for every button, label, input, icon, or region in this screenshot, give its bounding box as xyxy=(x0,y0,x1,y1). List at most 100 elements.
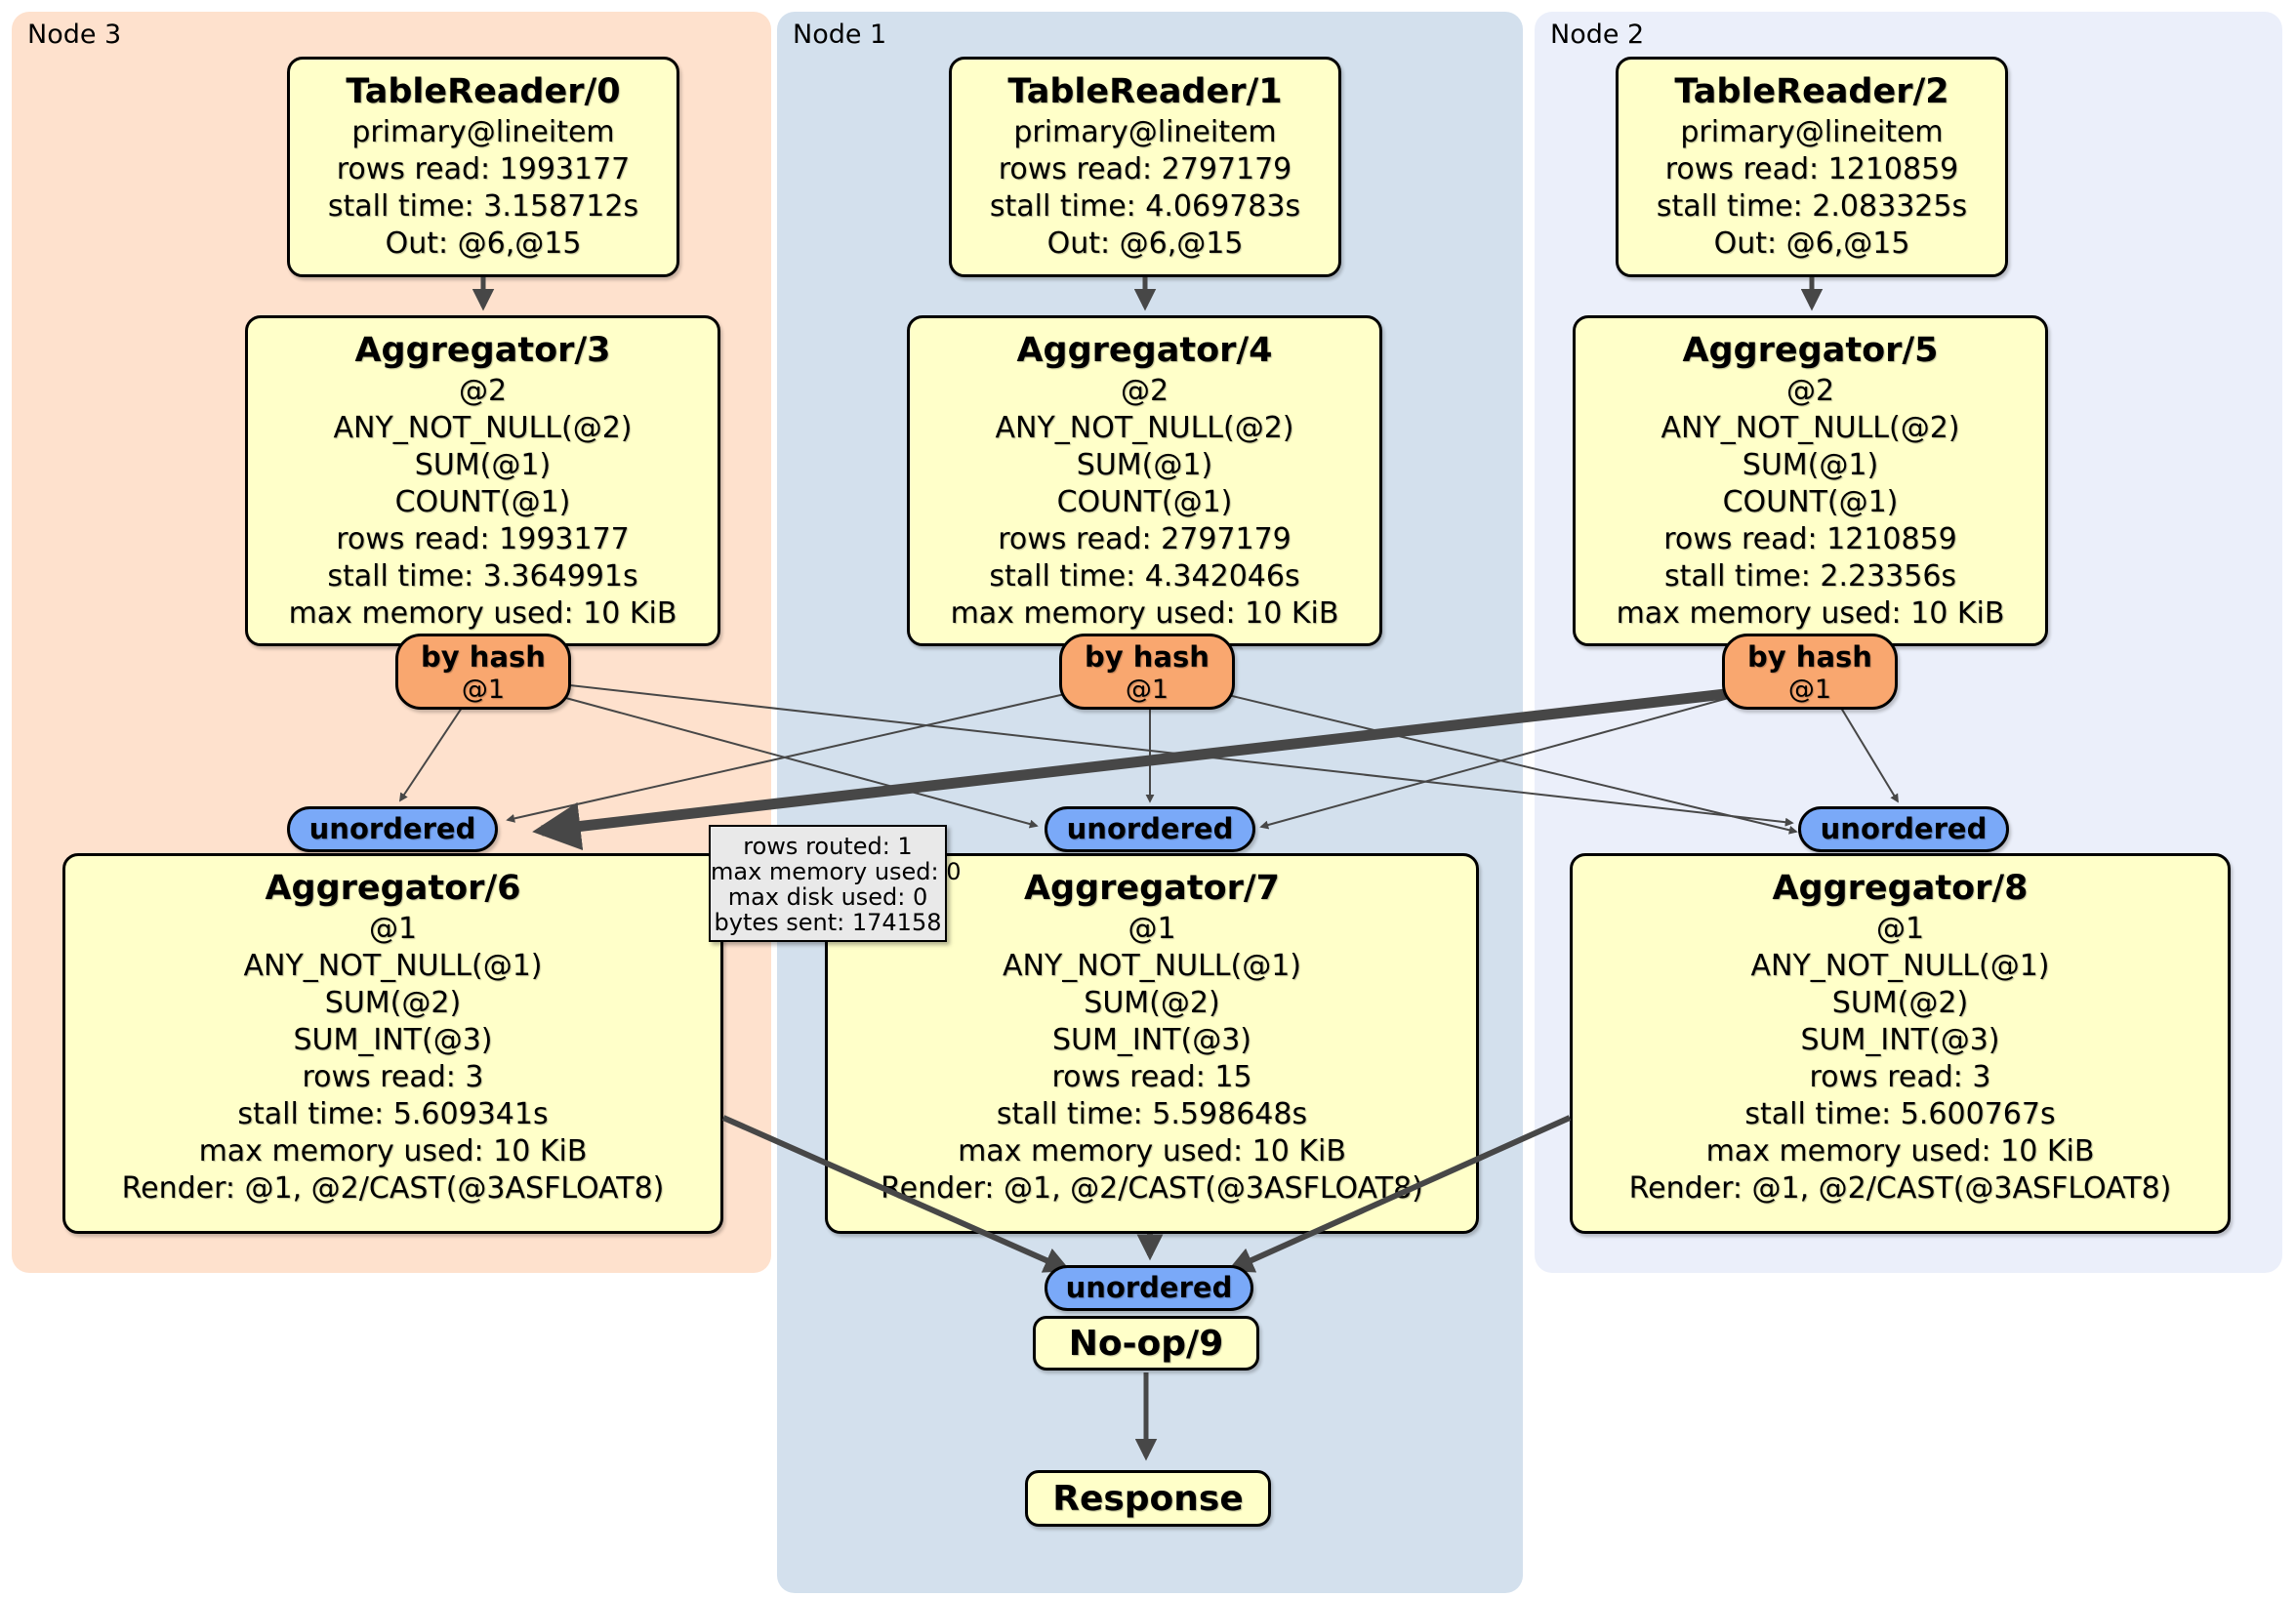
box-line: stall time: 2.23356s xyxy=(1663,559,1957,594)
box-line: ANY_NOT_NULL(@2) xyxy=(1660,411,1960,445)
box-line: stall time: 3.158712s xyxy=(327,189,639,224)
box-line: ANY_NOT_NULL(@1) xyxy=(1750,949,2050,983)
table-reader-box[interactable]: TableReader/0 primary@lineitem rows read… xyxy=(287,57,679,277)
box-line: max memory used: 10 KiB xyxy=(198,1134,588,1168)
aggregator-box[interactable]: Aggregator/4 @2 ANY_NOT_NULL(@2) SUM(@1)… xyxy=(907,315,1382,646)
box-line: SUM_INT(@3) xyxy=(1052,1023,1251,1057)
box-line: max memory used: 10 KiB xyxy=(950,596,1339,631)
box-line: SUM(@2) xyxy=(324,986,462,1020)
box-line: @1 xyxy=(368,912,418,946)
box-title: Aggregator/7 xyxy=(1023,869,1281,908)
unordered-stream[interactable]: unordered xyxy=(287,806,498,852)
edge-agg6-final-stream[interactable] xyxy=(721,1115,1071,1273)
box-line: Out: @6,@15 xyxy=(385,226,582,261)
router-title: by hash xyxy=(421,640,546,674)
tooltip-line: max disk used: 0 xyxy=(727,883,928,911)
box-title: Aggregator/6 xyxy=(265,869,521,908)
box-title: TableReader/0 xyxy=(346,72,621,111)
edge-tooltip: rows routed: 1 max memory used: 0 max di… xyxy=(709,825,962,942)
unordered-stream[interactable]: unordered xyxy=(1798,806,2009,852)
table-reader-box[interactable]: TableReader/1 primary@lineitem rows read… xyxy=(949,57,1341,277)
box-line: SUM(@2) xyxy=(1831,986,1969,1020)
box-line: SUM(@1) xyxy=(414,448,552,482)
aggregator-box[interactable]: Aggregator/8 @1 ANY_NOT_NULL(@1) SUM(@2)… xyxy=(1570,853,2231,1234)
router-expr: @1 xyxy=(1125,675,1169,705)
box-line: max memory used: 10 KiB xyxy=(288,596,677,631)
tooltip-line: max memory used: 0 xyxy=(711,858,962,885)
router-title: by hash xyxy=(1085,640,1210,674)
box-line: stall time: 2.083325s xyxy=(1656,189,1968,224)
box-line: Out: @6,@15 xyxy=(1046,226,1244,261)
edge-hash2-stream3-highlighted[interactable] xyxy=(532,679,1802,851)
unordered-stream[interactable]: unordered xyxy=(1045,806,1255,852)
box-line: COUNT(@1) xyxy=(394,485,571,519)
box-line: rows read: 1993177 xyxy=(336,522,630,556)
by-hash-router[interactable]: by hash @1 xyxy=(395,634,571,710)
router-expr: @1 xyxy=(1787,675,1832,705)
response-box[interactable]: Response xyxy=(1025,1470,1271,1527)
box-line: ANY_NOT_NULL(@1) xyxy=(243,949,543,983)
box-line: rows read: 1210859 xyxy=(1664,152,1959,186)
node-label: Node 3 xyxy=(27,20,122,50)
box-line: @2 xyxy=(458,374,508,408)
edge-hash2-stream1[interactable] xyxy=(1259,675,1811,830)
box-line: rows read: 3 xyxy=(302,1060,484,1094)
box-line: stall time: 5.609341s xyxy=(237,1097,549,1131)
box-line: Render: @1, @2/CAST(@3ASFLOAT8) xyxy=(881,1171,1423,1206)
box-line: SUM_INT(@3) xyxy=(1800,1023,2000,1057)
edge-hash3-stream1[interactable] xyxy=(482,675,1039,829)
aggregator-box[interactable]: Aggregator/3 @2 ANY_NOT_NULL(@2) SUM(@1)… xyxy=(245,315,720,646)
box-line: COUNT(@1) xyxy=(1056,485,1233,519)
box-line: Render: @1, @2/CAST(@3ASFLOAT8) xyxy=(1628,1171,2172,1206)
box-line: @1 xyxy=(1128,912,1176,946)
box-line: max memory used: 10 KiB xyxy=(958,1134,1346,1168)
edge-hash1-stream3[interactable] xyxy=(506,675,1148,823)
by-hash-router[interactable]: by hash @1 xyxy=(1059,634,1235,710)
box-line: SUM_INT(@3) xyxy=(293,1023,493,1057)
box-title: Aggregator/8 xyxy=(1772,869,2029,908)
box-line: primary@lineitem xyxy=(1680,115,1944,149)
box-title: Aggregator/4 xyxy=(1016,331,1273,370)
box-line: stall time: 5.598648s xyxy=(996,1097,1308,1131)
box-title: TableReader/2 xyxy=(1674,72,1949,111)
box-line: @1 xyxy=(1875,912,1925,946)
box-line: @2 xyxy=(1120,374,1169,408)
box-line: rows read: 2797179 xyxy=(998,522,1292,556)
box-line: primary@lineitem xyxy=(351,115,615,149)
router-expr: @1 xyxy=(461,675,506,705)
table-reader-box[interactable]: TableReader/2 primary@lineitem rows read… xyxy=(1616,57,2008,277)
box-line: SUM(@1) xyxy=(1076,448,1213,482)
box-line: stall time: 3.364991s xyxy=(327,559,638,594)
edge-hash1-stream2[interactable] xyxy=(1146,675,1798,835)
node-label: Node 1 xyxy=(793,20,887,50)
box-line: primary@lineitem xyxy=(1013,115,1277,149)
box-title: Aggregator/5 xyxy=(1682,331,1939,370)
box-line: max memory used: 10 KiB xyxy=(1705,1134,2095,1168)
box-title: Aggregator/3 xyxy=(354,331,611,370)
box-line: stall time: 5.600767s xyxy=(1744,1097,2056,1131)
box-line: rows read: 3 xyxy=(1809,1060,1991,1094)
box-title: TableReader/1 xyxy=(1007,72,1283,111)
edge-agg8-final-stream[interactable] xyxy=(1227,1115,1572,1273)
box-line: SUM(@1) xyxy=(1742,448,1879,482)
box-line: @2 xyxy=(1785,374,1835,408)
noop-box[interactable]: No-op/9 xyxy=(1033,1316,1259,1371)
box-line: COUNT(@1) xyxy=(1722,485,1899,519)
unordered-stream-final[interactable]: unordered xyxy=(1045,1265,1253,1311)
box-line: Out: @6,@15 xyxy=(1713,226,1910,261)
tooltip-line: rows routed: 1 xyxy=(743,833,913,860)
box-line: stall time: 4.069783s xyxy=(989,189,1301,224)
edge-hash3-stream2[interactable] xyxy=(482,675,1794,827)
box-line: stall time: 4.342046s xyxy=(989,559,1300,594)
tooltip-line: bytes sent: 174158 xyxy=(714,909,942,936)
box-line: Render: @1, @2/CAST(@3ASFLOAT8) xyxy=(121,1171,665,1206)
aggregator-box[interactable]: Aggregator/6 @1 ANY_NOT_NULL(@1) SUM(@2)… xyxy=(62,853,723,1234)
router-title: by hash xyxy=(1747,640,1872,674)
box-line: rows read: 15 xyxy=(1051,1060,1252,1094)
box-line: ANY_NOT_NULL(@2) xyxy=(333,411,633,445)
aggregator-box[interactable]: Aggregator/5 @2 ANY_NOT_NULL(@2) SUM(@1)… xyxy=(1573,315,2048,646)
by-hash-router[interactable]: by hash @1 xyxy=(1722,634,1898,710)
node-label: Node 2 xyxy=(1550,20,1645,50)
